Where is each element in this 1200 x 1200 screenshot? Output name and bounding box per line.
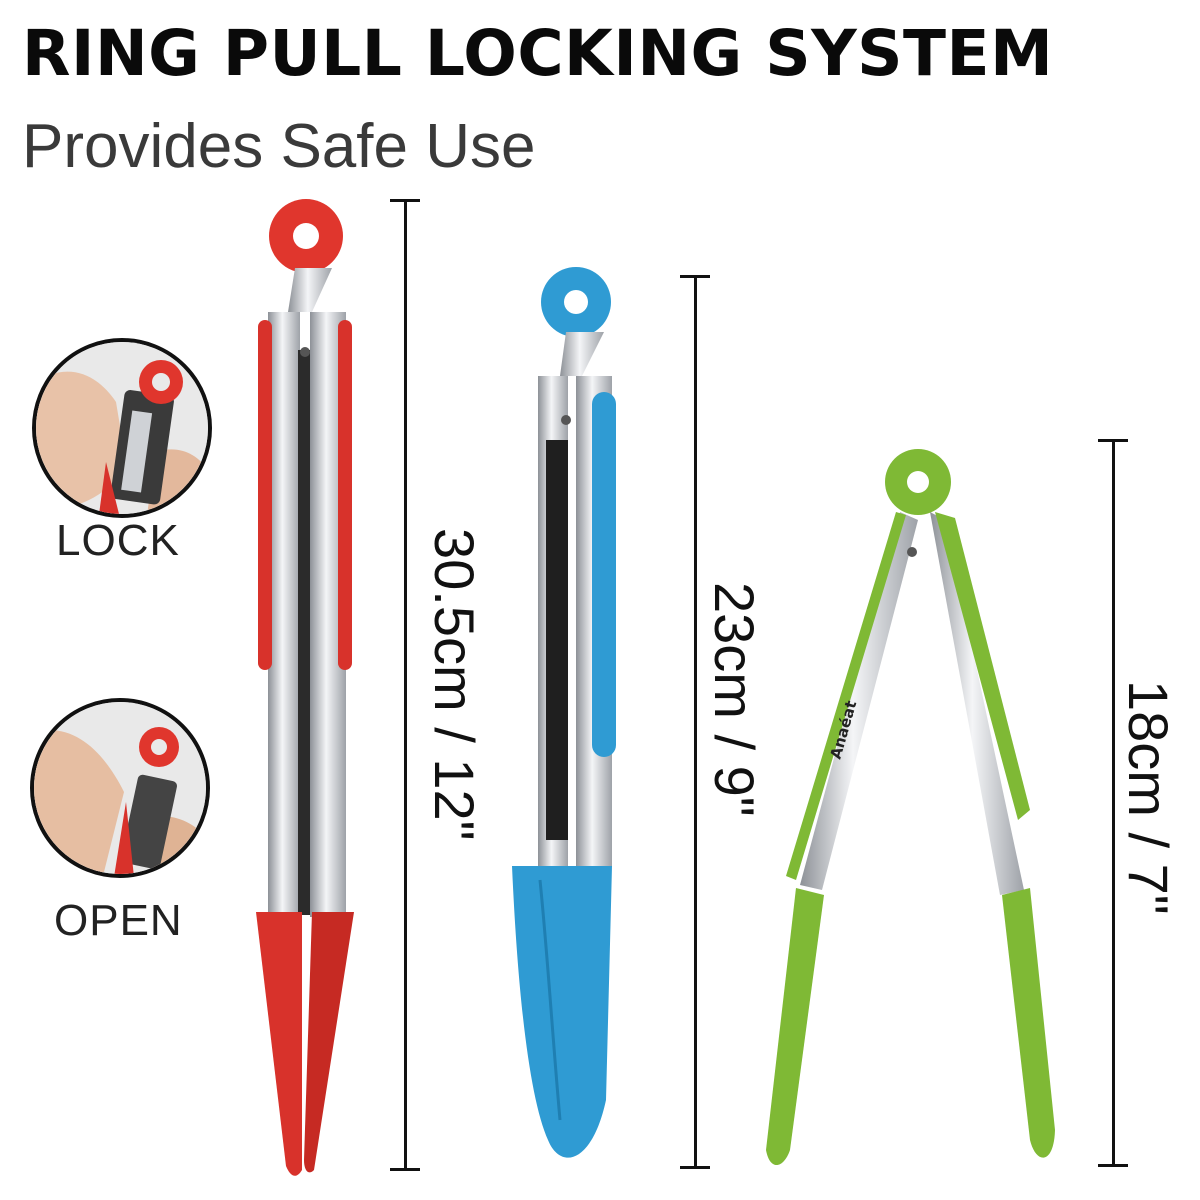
dimension-tick-bottom-9in: [680, 1166, 710, 1169]
dimension-tick-bottom-7in: [1098, 1164, 1128, 1167]
open-inset-photo: [30, 698, 210, 878]
dimension-line-12in: [404, 200, 407, 1170]
page-title: RING PULL LOCKING SYSTEM: [22, 17, 1054, 90]
dimension-line-7in: [1112, 440, 1115, 1166]
dimension-tick-top-12in: [390, 199, 420, 202]
lock-inset-photo: [32, 338, 212, 518]
size-label-9in: 23cm / 9": [703, 582, 766, 817]
dimension-tick-bottom-12in: [390, 1168, 420, 1171]
open-caption: OPEN: [54, 896, 183, 945]
lock-caption: LOCK: [56, 516, 180, 565]
size-label-12in: 30.5cm / 12": [423, 528, 486, 841]
dimension-tick-top-7in: [1098, 439, 1128, 442]
page-subtitle: Provides Safe Use: [22, 112, 536, 181]
dimension-tick-top-9in: [680, 275, 710, 278]
size-label-7in: 18cm / 7": [1117, 680, 1180, 915]
dimension-line-9in: [694, 276, 697, 1168]
